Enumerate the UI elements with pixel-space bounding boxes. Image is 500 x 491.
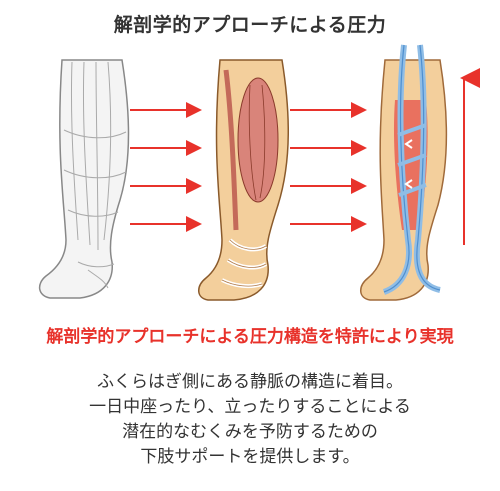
description: ふくらはぎ側にある静脈の構造に着目。 一日中座ったり、立ったりすることによる 潜… [0,370,500,470]
diagram-figure [38,44,480,301]
pressure-arrow-icon-group-1 [130,102,202,232]
leg-vein-flow-icon [360,44,448,301]
headline: 解剖学的アプローチによる圧力構造を特許により実現 [46,327,454,347]
description-line: 下肢サポートを提供します。 [140,447,360,467]
sock-outline-icon [38,59,130,299]
pressure-arrow-icon-group-2 [290,102,367,232]
page-title: 解剖学的アプローチによる圧力 [113,14,387,36]
description-line: 一日中座ったり、立ったりすることによる [89,397,411,417]
description-line: 潜在的なむくみを予防するための [122,422,378,442]
leg-muscle-anatomy-icon [198,59,290,301]
description-line: ふくらはぎ側にある静脈の構造に着目。 [97,372,403,392]
